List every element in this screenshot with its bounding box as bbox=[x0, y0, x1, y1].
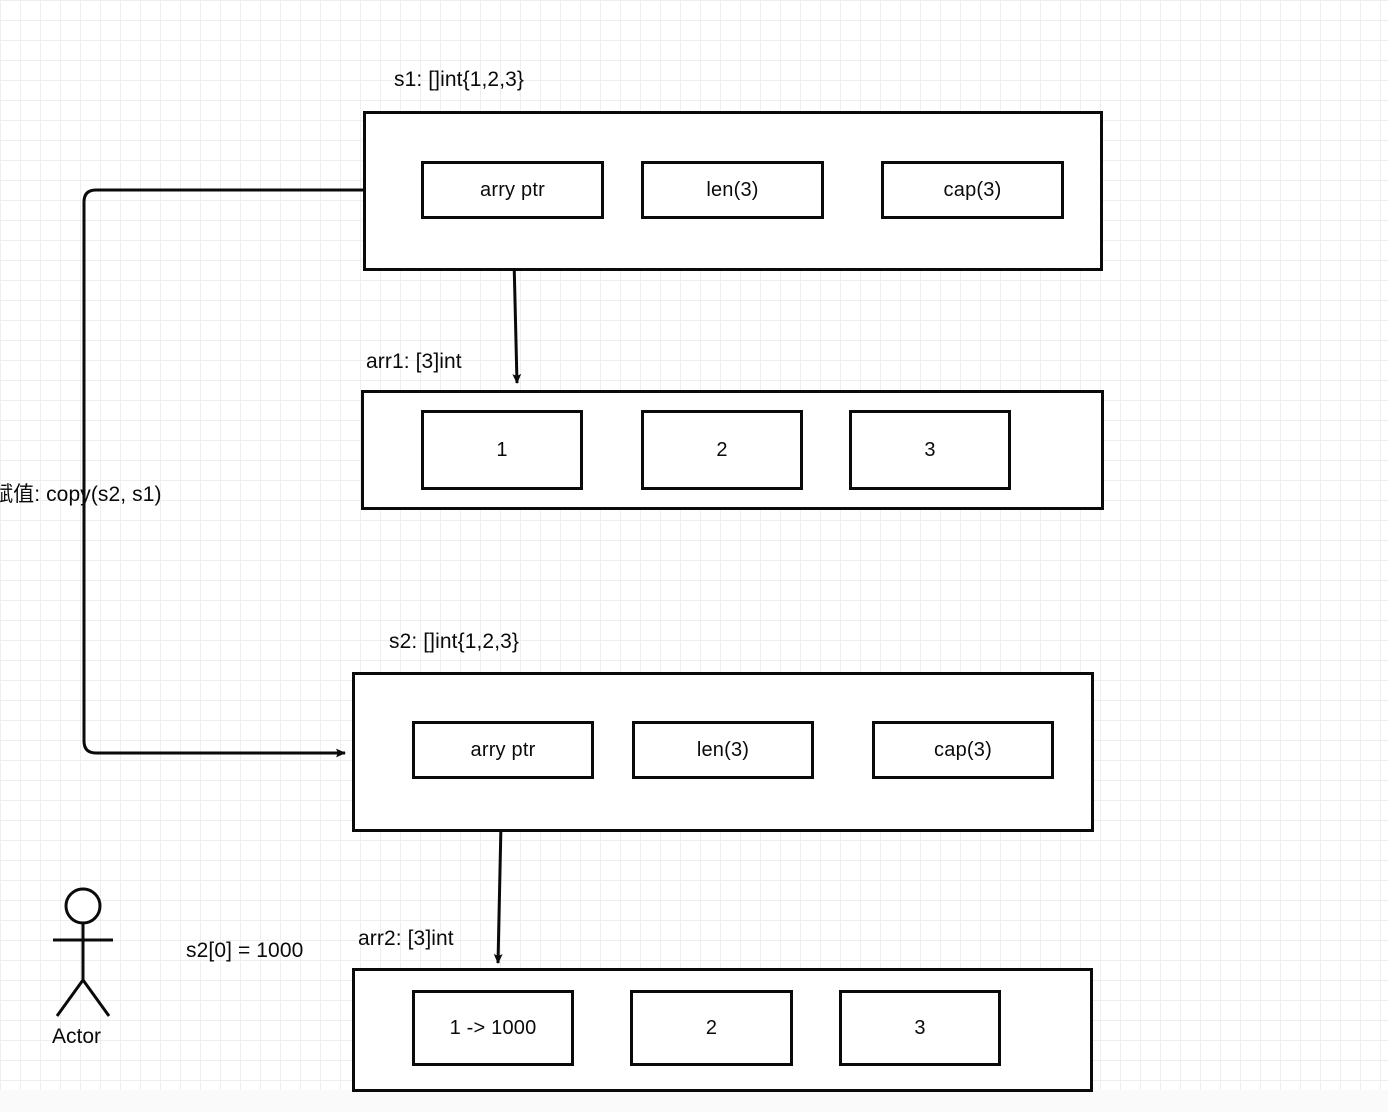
slice-s2-field-cap-label: cap(3) bbox=[934, 738, 992, 761]
label-arr1-header: arr1: [3]int bbox=[366, 350, 462, 373]
actor-figure bbox=[53, 887, 113, 1017]
slice-s1-field-len[interactable]: len(3) bbox=[641, 161, 824, 219]
actor-left-leg-line bbox=[55, 979, 85, 1017]
slice-s1-field-len-label: len(3) bbox=[706, 178, 759, 201]
array-arr1-cell-0[interactable]: 1 bbox=[421, 410, 583, 490]
label-copy-annotation: 赋值: copy(s2, s1) bbox=[0, 483, 162, 506]
array-arr1-cell-1[interactable]: 2 bbox=[641, 410, 803, 490]
slice-s2-field-cap[interactable]: cap(3) bbox=[872, 721, 1054, 779]
array-arr2-cell-2[interactable]: 3 bbox=[839, 990, 1001, 1066]
array-arr2-cell-0[interactable]: 1 -> 1000 bbox=[412, 990, 574, 1066]
array-arr2-cell-1[interactable]: 2 bbox=[630, 990, 793, 1066]
slice-s1-field-arry-ptr[interactable]: arry ptr bbox=[421, 161, 604, 219]
array-arr2-cell-1-value: 2 bbox=[705, 1016, 718, 1039]
label-actor: Actor bbox=[52, 1025, 102, 1048]
slice-s1-field-cap[interactable]: cap(3) bbox=[881, 161, 1064, 219]
slice-s2-field-len-label: len(3) bbox=[696, 738, 750, 761]
actor-right-leg-line bbox=[81, 979, 111, 1017]
label-s1-header: s1: []int{1,2,3} bbox=[394, 68, 525, 91]
array-arr1-cell-1-value: 2 bbox=[716, 438, 728, 461]
array-arr2-cell-0-value: 1 -> 1000 bbox=[449, 1016, 537, 1039]
slice-s2-field-arry-ptr-label: arry ptr bbox=[470, 738, 536, 761]
array-arr2-cell-2-value: 3 bbox=[914, 1016, 926, 1039]
actor-head-icon bbox=[64, 887, 102, 925]
array-arr1-cell-0-value: 1 bbox=[496, 438, 508, 461]
label-arr2-header: arr2: [3]int bbox=[358, 927, 454, 950]
array-arr1-cell-2-value: 3 bbox=[924, 438, 936, 461]
label-s2-header: s2: []int{1,2,3} bbox=[389, 630, 520, 653]
slice-s1-field-cap-label: cap(3) bbox=[943, 178, 1002, 201]
slice-s2-field-arry-ptr[interactable]: arry ptr bbox=[412, 721, 594, 779]
label-assign-annotation: s2[0] = 1000 bbox=[186, 939, 304, 962]
connector-copy-s1-to-s2 bbox=[82, 188, 363, 758]
array-arr1-cell-2[interactable]: 3 bbox=[849, 410, 1011, 490]
slice-s2-field-len[interactable]: len(3) bbox=[632, 721, 814, 779]
slice-s1-field-arry-ptr-label: arry ptr bbox=[480, 178, 545, 201]
